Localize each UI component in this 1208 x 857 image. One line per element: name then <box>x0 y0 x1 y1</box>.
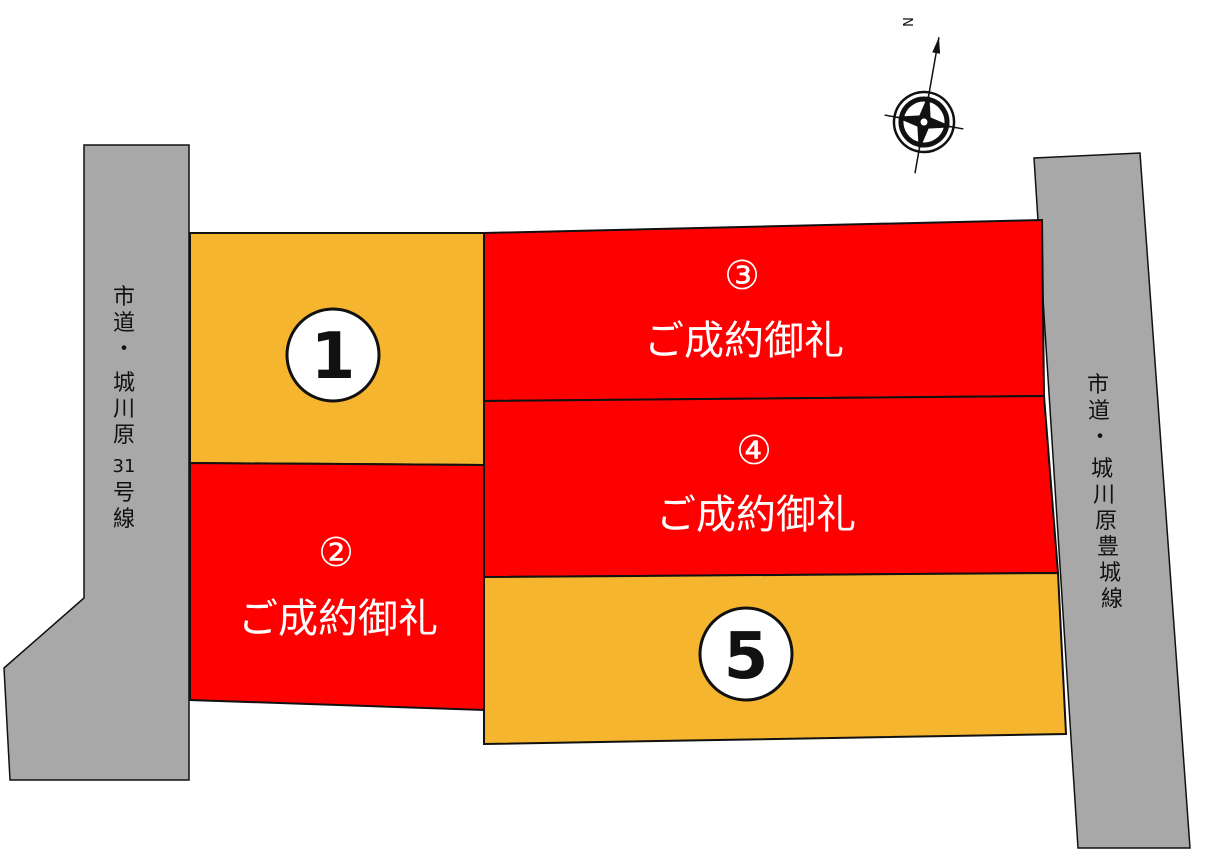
lot-3-status: ご成約御礼 <box>644 318 844 364</box>
lot-1-number: 1 <box>311 320 356 394</box>
right-road-char: 道 <box>1088 399 1110 424</box>
left-road-char: 道 <box>113 311 135 336</box>
left-road-char: 31 <box>113 456 136 477</box>
right-road-char: 城 <box>1091 457 1113 482</box>
lot-2-status: ご成約御礼 <box>238 596 438 642</box>
right-road-char: ・ <box>1089 425 1111 450</box>
right-road <box>1033 152 1191 849</box>
lot-4[interactable] <box>483 394 1060 579</box>
lot-5-number-badge <box>698 606 794 702</box>
right-road-char: 市 <box>1087 373 1109 398</box>
left-road-char: 号 <box>113 481 135 506</box>
left-road-char: 原 <box>113 423 135 448</box>
right-road-char: 豊 <box>1097 535 1119 560</box>
left-road-char: 城 <box>113 371 135 396</box>
right-road-char: 線 <box>1101 587 1123 612</box>
right-road-char: 城 <box>1099 561 1121 586</box>
left-road-label: 市 道 ・ 城 川 原 31 号 線 <box>113 285 136 532</box>
compass-north-label: N <box>899 17 914 27</box>
left-road-char: 市 <box>113 285 135 310</box>
lot-2-number: ② <box>318 530 354 576</box>
right-road-label: 市 道 ・ 城 川 原 豊 城 線 <box>1087 373 1123 612</box>
lot-3-number: ③ <box>724 253 760 299</box>
left-road-char: ・ <box>113 337 135 362</box>
lot-5-number: 5 <box>724 620 769 694</box>
lot-4-status: ご成約御礼 <box>656 492 856 538</box>
right-road-char: 原 <box>1095 509 1117 534</box>
lot-4-number: ④ <box>736 428 772 474</box>
left-road <box>3 144 190 781</box>
lot-1-number-badge <box>285 307 381 403</box>
lot-2[interactable] <box>189 461 485 712</box>
compass-rose-icon <box>884 37 964 174</box>
lot-3[interactable] <box>483 218 1046 403</box>
right-road-char: 川 <box>1093 483 1115 508</box>
left-road-char: 川 <box>113 397 135 422</box>
left-road-char: 線 <box>113 507 135 532</box>
